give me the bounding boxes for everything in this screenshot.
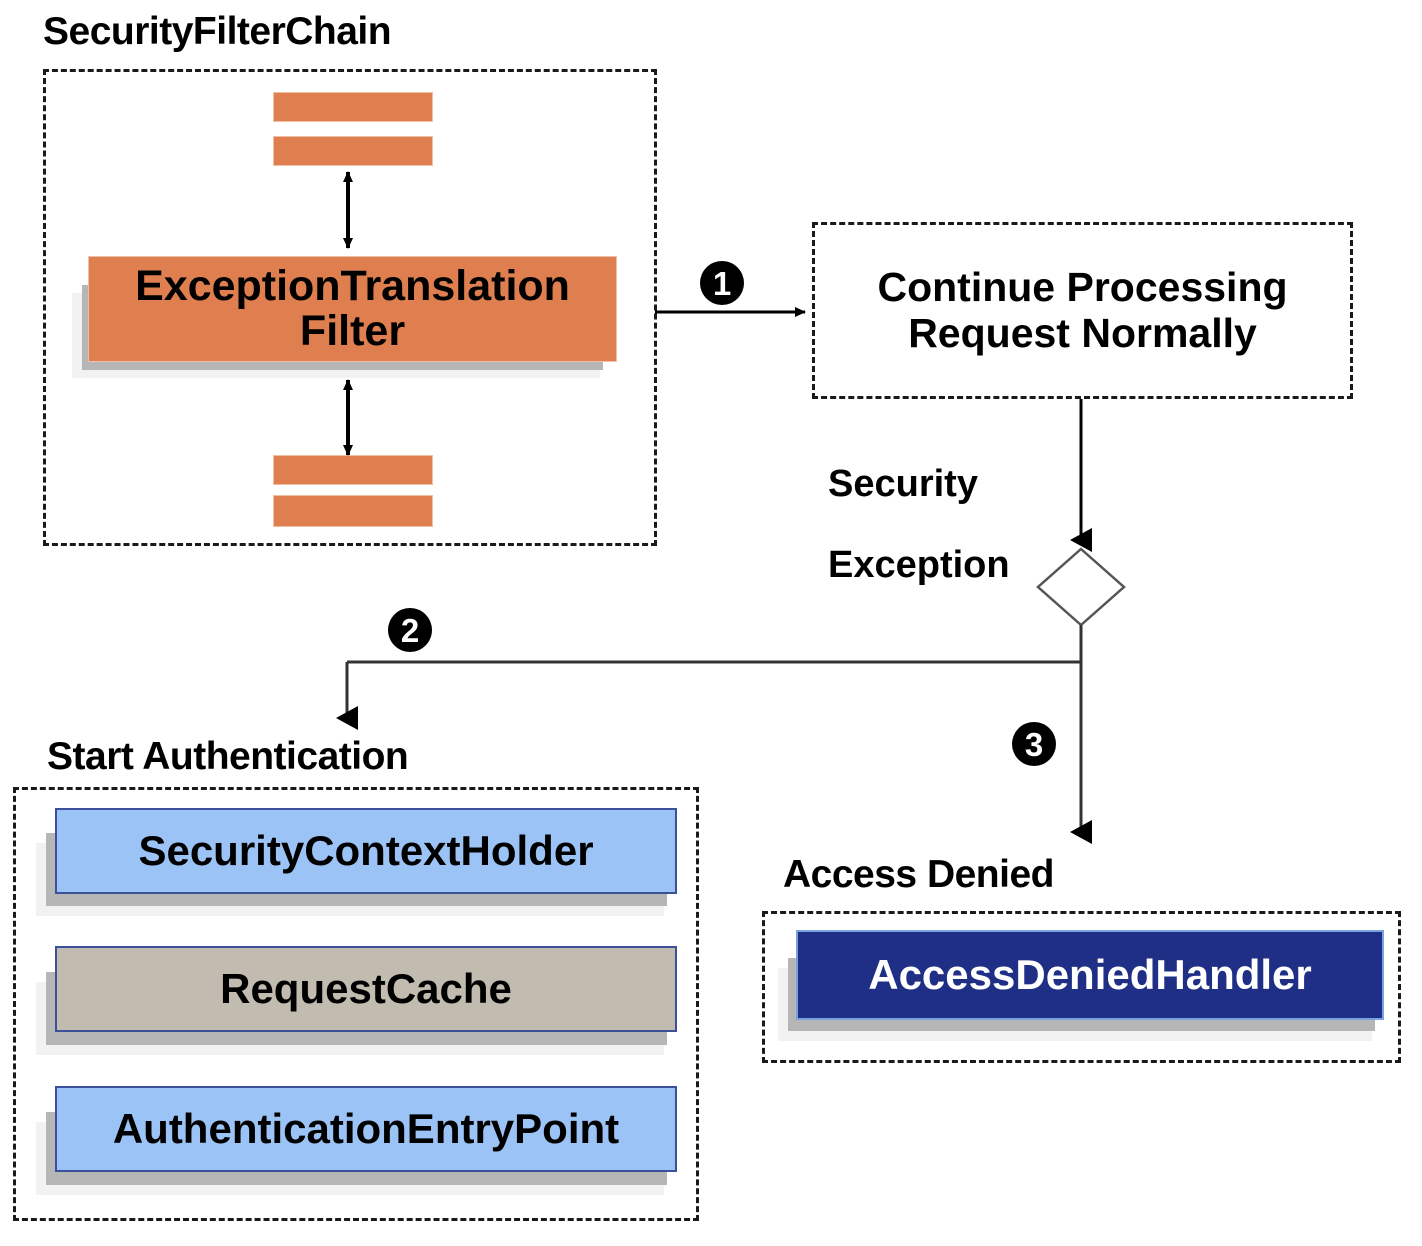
component-authentication-entry-point-label: AuthenticationEntryPoint bbox=[112, 1105, 620, 1153]
component-access-denied-handler[interactable]: AccessDeniedHandler bbox=[796, 930, 1384, 1020]
edge-label-security-exception: Security Exception bbox=[828, 424, 1010, 625]
filter-bar-below-2 bbox=[273, 495, 433, 527]
group-container-continue-processing bbox=[812, 222, 1353, 399]
group-container-start-authentication bbox=[13, 787, 699, 1221]
exception-translation-filter-label-line1: ExceptionTranslation bbox=[135, 262, 570, 311]
security-exception-line1: Security bbox=[828, 463, 978, 506]
exception-translation-filter-box[interactable]: ExceptionTranslation Filter bbox=[88, 256, 617, 362]
component-security-context-holder[interactable]: SecurityContextHolder bbox=[55, 808, 677, 894]
group-title-security-filter-chain: SecurityFilterChain bbox=[43, 10, 392, 53]
continue-processing-line1: Continue Processing bbox=[877, 263, 1288, 310]
continue-processing-label: Continue Processing Request Normally bbox=[812, 222, 1353, 399]
filter-bar-above-2 bbox=[273, 136, 433, 166]
component-request-cache[interactable]: RequestCache bbox=[55, 946, 677, 1032]
component-security-context-holder-label: SecurityContextHolder bbox=[138, 827, 594, 875]
component-request-cache-label: RequestCache bbox=[220, 965, 512, 1013]
security-exception-line2: Exception bbox=[828, 543, 1010, 586]
decision-diamond bbox=[1036, 547, 1126, 627]
group-title-access-denied: Access Denied bbox=[783, 853, 1054, 896]
continue-processing-line2: Request Normally bbox=[908, 309, 1257, 356]
badge-step-2: 2 bbox=[388, 608, 432, 652]
badge-step-1: 1 bbox=[700, 261, 744, 305]
filter-bar-below-1 bbox=[273, 455, 433, 485]
group-container-security-filter-chain bbox=[43, 69, 657, 546]
group-container-access-denied bbox=[762, 911, 1401, 1063]
component-authentication-entry-point[interactable]: AuthenticationEntryPoint bbox=[55, 1086, 677, 1172]
component-access-denied-handler-label: AccessDeniedHandler bbox=[868, 951, 1312, 999]
filter-bar-above-1 bbox=[273, 92, 433, 122]
badge-step-3: 3 bbox=[1012, 722, 1056, 766]
exception-translation-filter-label-line2: Filter bbox=[299, 307, 406, 355]
group-title-start-authentication: Start Authentication bbox=[47, 735, 409, 778]
